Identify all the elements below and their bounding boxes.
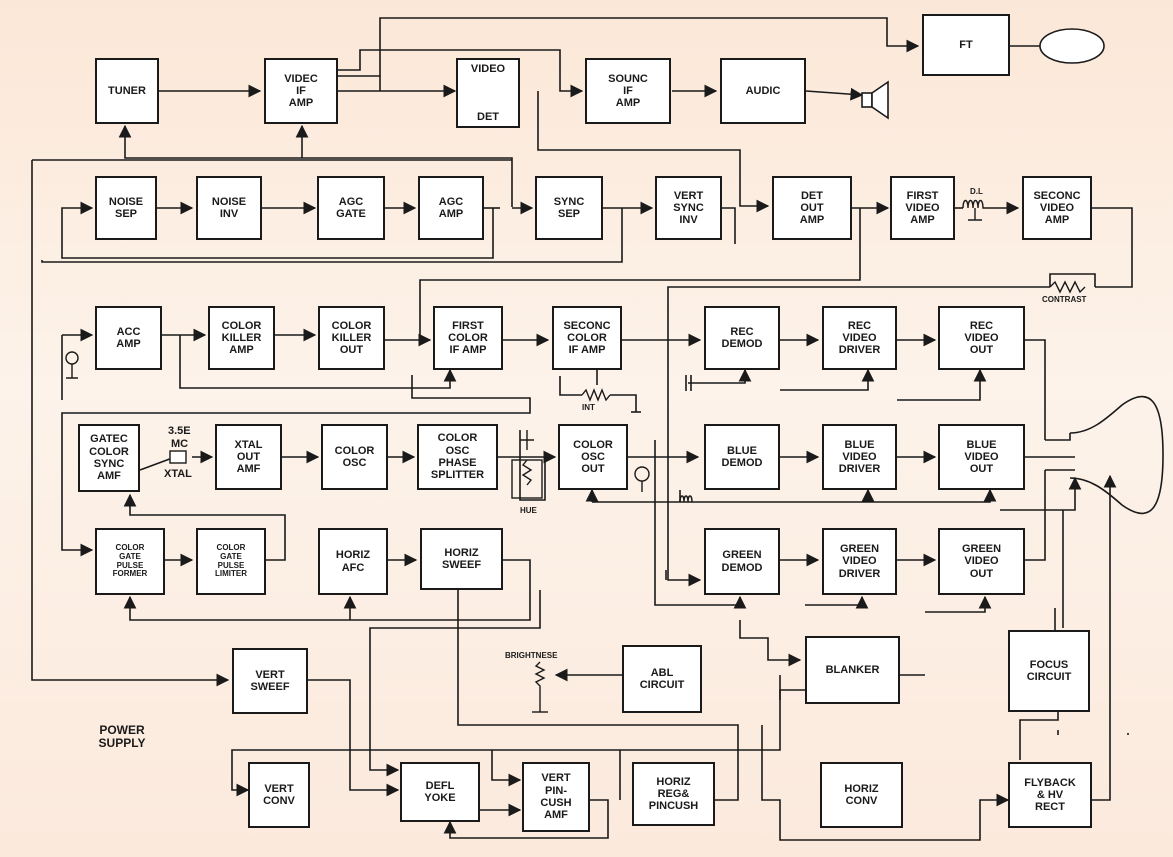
hue-label: HUE bbox=[520, 506, 537, 515]
flyback-hv-rect-block: FLYBACK & HV RECT bbox=[1008, 762, 1092, 828]
agc-amp-block: AGC AMP bbox=[418, 176, 484, 240]
focus-circuit-block: FOCUS CIRCUIT bbox=[1008, 630, 1090, 712]
red-demod-block: REC DEMOD bbox=[704, 306, 780, 370]
color-gate-pulse-former-block: COLOR GATE PULSE FORMER bbox=[95, 528, 165, 595]
blanker-block: BLANKER bbox=[805, 636, 900, 704]
color-gate-pulse-limiter-block: COLOR GATE PULSE LIMITER bbox=[196, 528, 266, 595]
tuner-block: TUNER bbox=[95, 58, 159, 124]
color-osc-out-block: COLOR OSC OUT bbox=[558, 424, 628, 490]
gated-color-sync-amp-block: GATEC COLOR SYNC AMF bbox=[78, 424, 140, 492]
video-detector-block: VIDEO DET bbox=[456, 58, 520, 128]
sync-sep-block: SYNC SEP bbox=[535, 176, 603, 240]
xtal-out-amp-block: XTAL OUT AMF bbox=[215, 424, 282, 490]
tint-label: INT bbox=[582, 403, 595, 412]
abl-circuit-block: ABL CIRCUIT bbox=[622, 645, 702, 713]
vert-conv-block: VERT CONV bbox=[248, 762, 310, 828]
red-video-out-block: REC VIDEO OUT bbox=[938, 306, 1025, 370]
horiz-conv-block: HORIZ CONV bbox=[820, 762, 903, 828]
color-osc-phase-splitter-block: COLOR OSC PHASE SPLITTER bbox=[417, 424, 498, 490]
vert-pincush-amp-block: VERT PIN- CUSH AMF bbox=[522, 762, 590, 832]
color-killer-amp-block: COLOR KILLER AMP bbox=[208, 306, 275, 370]
power-supply-block: POWER SUPPLY bbox=[98, 722, 146, 750]
color-osc-block: COLOR OSC bbox=[321, 424, 388, 490]
vert-sync-inv-block: VERT SYNC INV bbox=[655, 176, 722, 240]
contrast-label: CONTRAST bbox=[1042, 295, 1087, 304]
horiz-sweep-block: HORIZ SWEEF bbox=[420, 528, 503, 590]
xtal-frequency-label: 3.5E bbox=[168, 425, 191, 437]
video-detector-sub-label: DET bbox=[477, 110, 499, 123]
brightness-label: BRIGHTNESE bbox=[505, 651, 558, 660]
second-color-if-amp-block: SECONC COLOR IF AMP bbox=[552, 306, 622, 370]
acc-amp-block: ACC AMP bbox=[95, 306, 162, 370]
first-color-if-amp-block: FIRST COLOR IF AMP bbox=[433, 306, 503, 370]
blue-demod-block: BLUE DEMOD bbox=[704, 424, 780, 490]
noise-inv-block: NOISE INV bbox=[196, 176, 262, 240]
green-demod-block: GREEN DEMOD bbox=[704, 528, 780, 595]
video-if-amp-block: VIDEC IF AMP bbox=[264, 58, 338, 124]
audio-block: AUDIC bbox=[720, 58, 806, 124]
xtal-label: XTAL bbox=[164, 468, 192, 480]
video-detector-label: VIDEO bbox=[470, 63, 506, 75]
defl-yoke-block: DEFL YOKE bbox=[400, 762, 480, 822]
sound-if-amp-block: SOUNC IF AMP bbox=[585, 58, 671, 124]
noise-sep-block: NOISE SEP bbox=[95, 176, 157, 240]
det-out-amp-block: DET OUT AMP bbox=[772, 176, 852, 240]
delay-line-label: D.L bbox=[970, 187, 983, 196]
ft-block: FT bbox=[922, 14, 1010, 76]
vert-sweep-block: VERT SWEEF bbox=[232, 648, 308, 714]
red-video-driver-block: REC VIDEO DRIVER bbox=[822, 306, 897, 370]
blue-video-out-block: BLUE VIDEO OUT bbox=[938, 424, 1025, 490]
horiz-reg-pincush-block: HORIZ REG& PINCUSH bbox=[632, 762, 715, 826]
green-video-out-block: GREEN VIDEO OUT bbox=[938, 528, 1025, 595]
horiz-afc-block: HORIZ AFC bbox=[318, 528, 388, 595]
first-video-amp-block: FIRST VIDEO AMP bbox=[890, 176, 955, 240]
color-killer-out-block: COLOR KILLER OUT bbox=[318, 306, 385, 370]
green-video-driver-block: GREEN VIDEO DRIVER bbox=[822, 528, 897, 595]
blue-video-driver-block: BLUE VIDEO DRIVER bbox=[822, 424, 897, 490]
xtal-unit-label: MC bbox=[171, 438, 189, 450]
agc-gate-block: AGC GATE bbox=[317, 176, 385, 240]
second-video-amp-block: SECONC VIDEO AMP bbox=[1022, 176, 1092, 240]
